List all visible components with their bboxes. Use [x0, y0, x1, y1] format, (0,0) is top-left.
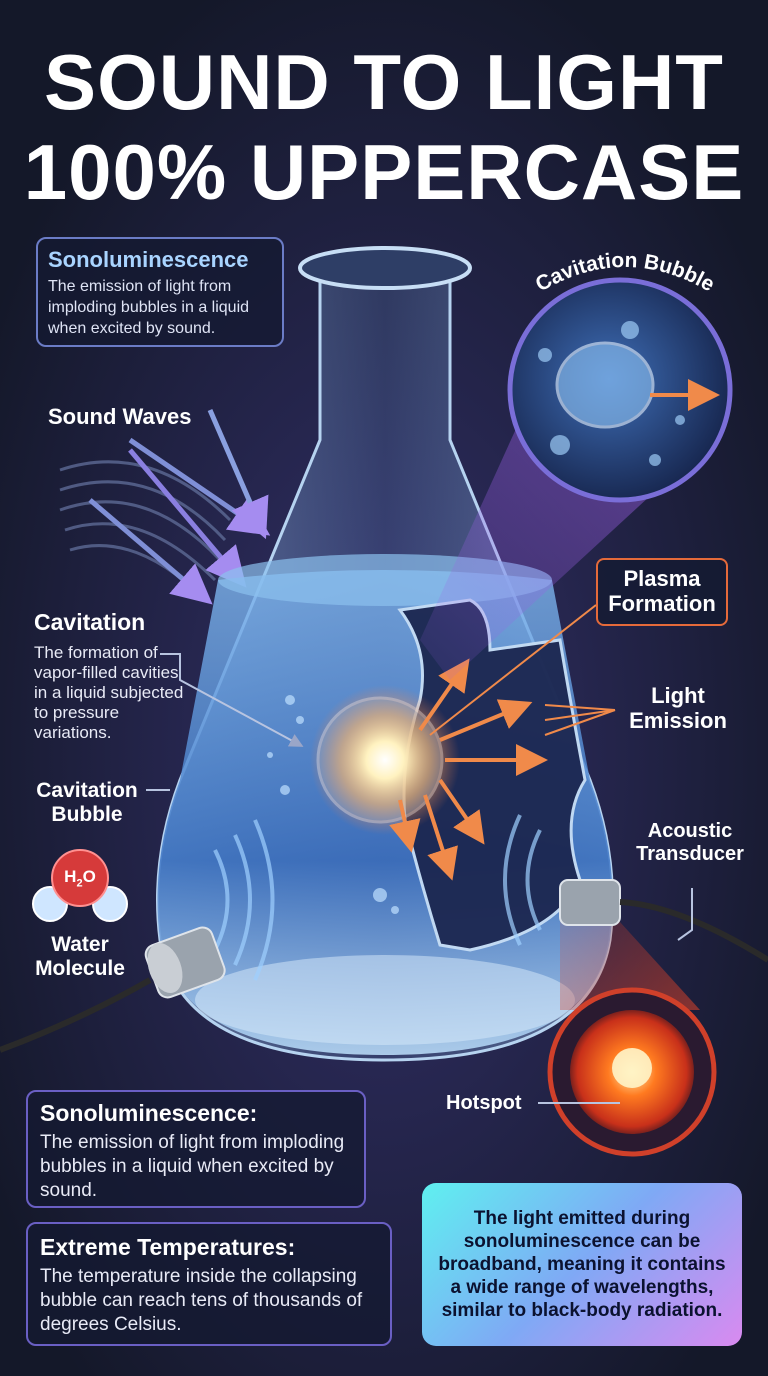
acoustic-transducer-right: [559, 879, 768, 963]
label-molecule-formula: H2O: [64, 867, 96, 890]
sound-wave-arcs: [59, 460, 232, 602]
label-plasma-formation: Plasma Formation: [596, 558, 728, 626]
light-flash: [310, 685, 460, 835]
definition-card-top: Sonoluminescence The emission of light f…: [36, 237, 284, 347]
acoustic-ripples: [213, 814, 542, 981]
title-line-2: 100% UPPERCASE: [23, 128, 745, 216]
water-molecule: [32, 849, 128, 922]
hotspot-zoom: [547, 987, 717, 1157]
title-line-1: SOUND TO LIGHT: [44, 38, 724, 126]
definition-card-sonoluminescence: Sonoluminescence: The emission of light …: [26, 1090, 366, 1208]
card-text: The temperature inside the collapsing bu…: [40, 1266, 363, 1335]
card-heading: Sonoluminescence:: [40, 1100, 258, 1126]
card-text: The emission of light from imploding bub…: [40, 1132, 345, 1201]
label-cavitation-bubble-zoom: Cavitation Bubble: [532, 249, 719, 296]
cavitation-bubble-zoom: [507, 277, 733, 503]
label-cavitation-bubble-zoom-svg: Cavitation Bubble: [532, 249, 719, 296]
label-cavitation-heading: Cavitation: [34, 609, 146, 635]
svg-text:Cavitation Bubble: Cavitation Bubble: [532, 249, 719, 296]
label-sound-waves: Sound Waves: [48, 404, 192, 429]
zoom-beam-hotspot: [560, 900, 700, 1010]
broadband-note-card: The light emitted during sonoluminescenc…: [422, 1183, 742, 1346]
label-water-molecule: Water Molecule: [35, 933, 125, 980]
leader-lines: [146, 604, 693, 1104]
card-heading: Extreme Temperatures:: [40, 1234, 296, 1260]
definition-card-temperatures: Extreme Temperatures: The temperature in…: [26, 1222, 392, 1346]
label-cavitation-text: The formation of vapor-filled cavities i…: [34, 643, 184, 742]
definition-text: The emission of light from imploding bub…: [48, 278, 250, 337]
label-hotspot: Hotspot: [446, 1092, 522, 1114]
small-bubbles: [267, 695, 399, 914]
note-text: The light emitted during sonoluminescenc…: [438, 1208, 726, 1321]
acoustic-transducer-left: [0, 926, 226, 1053]
label-cavitation-bubble: Cavitation Bubble: [36, 779, 138, 826]
label-acoustic-transducer: Acoustic Transducer: [636, 820, 744, 865]
emission-arrows: [389, 658, 548, 881]
definition-heading: Sonoluminescence: [48, 247, 249, 272]
label-light-emission: Light Emission: [629, 683, 727, 733]
sound-wave-arrows: [88, 409, 271, 605]
